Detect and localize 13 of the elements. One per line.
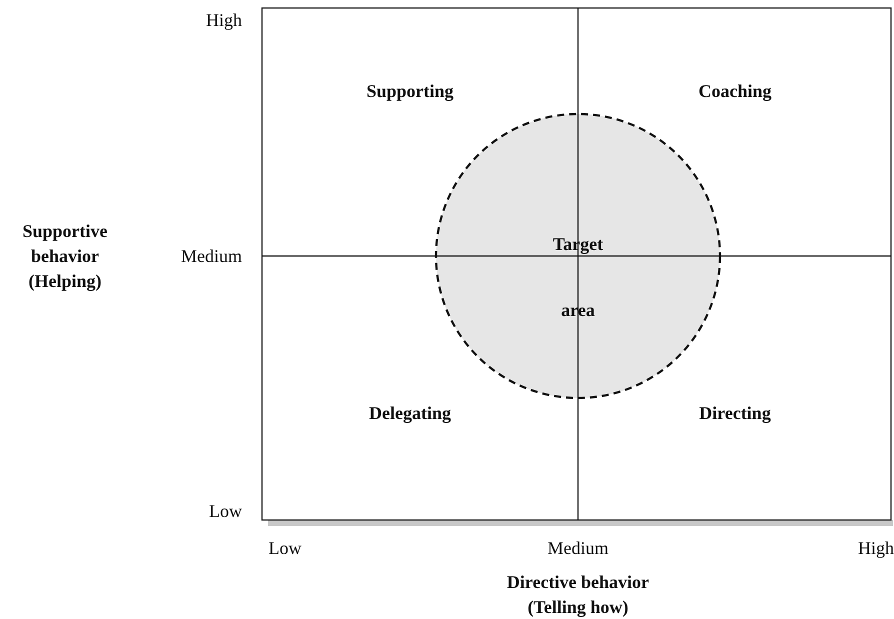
axis-tick-label: Low <box>208 500 242 522</box>
axis-tick-label: Medium <box>180 245 242 267</box>
axis-title: Directive behavior (Telling how) <box>506 571 650 619</box>
quadrant-label: Coaching <box>697 80 772 102</box>
axis-tick-label: Medium <box>546 537 610 559</box>
axis-title: Supportive behavior (Helping) <box>21 220 109 293</box>
axis-tick-label: High <box>205 9 242 31</box>
axis-tick-label: Low <box>268 537 302 559</box>
quadrant-label: Directing <box>698 402 772 424</box>
target-circle <box>434 112 722 400</box>
axis-tick-label: High <box>857 537 894 559</box>
quadrant-label: Delegating <box>368 402 452 424</box>
quadrant-label: Supporting <box>365 80 455 102</box>
